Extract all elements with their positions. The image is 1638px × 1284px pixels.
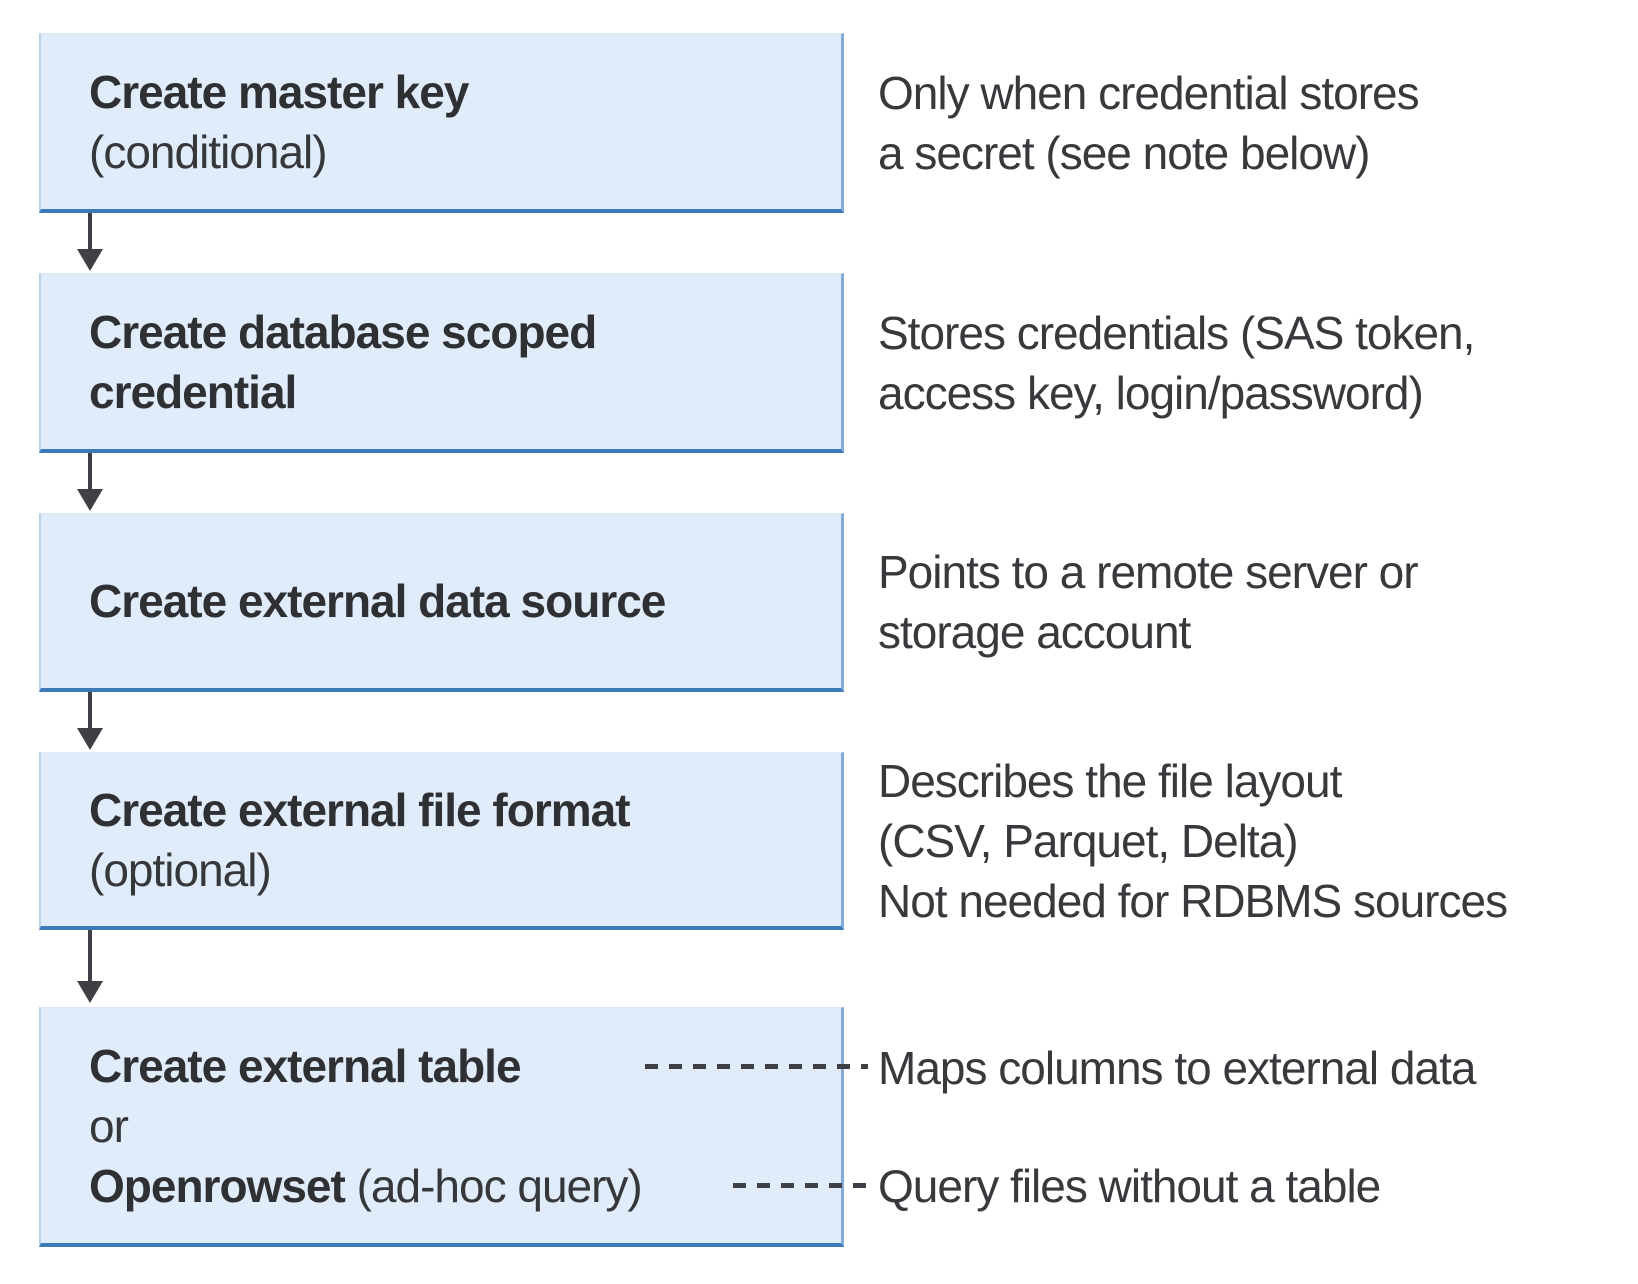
step-title: Create database scoped credential: [89, 305, 597, 418]
arrow-stem: [88, 930, 92, 984]
step-box-create-master-key: Create master key (conditional): [39, 33, 844, 213]
note-line: (CSV, Parquet, Delta): [878, 815, 1299, 867]
note-line: storage account: [878, 606, 1191, 658]
down-arrow-icon: [77, 692, 103, 750]
arrow-head: [77, 981, 103, 1003]
step-subtitle: (optional): [89, 843, 272, 896]
note-line: Stores credentials (SAS token,: [878, 307, 1475, 359]
note-line: Describes the file layout: [878, 755, 1342, 807]
arrow-head: [77, 489, 103, 511]
arrow-stem: [88, 692, 92, 731]
note-line: Query files without a table: [878, 1160, 1381, 1212]
step-title: Create external table: [89, 1039, 522, 1092]
note-create-external-data-source: Points to a remote server or storage acc…: [878, 542, 1419, 662]
note-openrowset: Query files without a table: [878, 1156, 1381, 1216]
openrowset-label: Openrowset: [89, 1159, 346, 1212]
note-line: Not needed for RDBMS sources: [878, 875, 1508, 927]
openrowset-suffix: (ad-hoc query): [344, 1159, 643, 1212]
step-box-create-database-scoped-credential: Create database scoped credential: [39, 273, 844, 453]
down-arrow-icon: [77, 930, 103, 1003]
step-openrowset-line: Openrowset (ad-hoc query): [89, 1156, 811, 1216]
down-arrow-icon: [77, 453, 103, 511]
dashed-connector-external-table: [645, 1064, 868, 1069]
arrow-stem: [88, 213, 92, 252]
step-or-label: or: [89, 1099, 129, 1152]
step-title: Create external data source: [89, 575, 666, 627]
arrow-head: [77, 249, 103, 271]
note-create-database-scoped-credential: Stores credentials (SAS token, access ke…: [878, 303, 1475, 423]
note-line: access key, login/password): [878, 367, 1424, 419]
note-create-external-file-format: Describes the file layout (CSV, Parquet,…: [878, 751, 1508, 931]
step-subtitle: (conditional): [89, 125, 328, 178]
step-title: Create master key: [89, 65, 469, 118]
step-box-create-external-data-source: Create external data source: [39, 513, 844, 692]
note-line: Maps columns to external data: [878, 1042, 1476, 1094]
note-line: Points to a remote server or: [878, 546, 1419, 598]
note-line: a secret (see note below): [878, 127, 1370, 179]
down-arrow-icon: [77, 213, 103, 271]
note-external-table: Maps columns to external data: [878, 1038, 1476, 1098]
step-title: Create external file format: [89, 783, 631, 836]
dashed-connector-openrowset: [733, 1183, 868, 1188]
step-box-create-external-table-or-openrowset: Create external table or Openrowset (ad-…: [39, 1007, 844, 1247]
arrow-head: [77, 728, 103, 750]
arrow-stem: [88, 453, 92, 492]
note-create-master-key: Only when credential stores a secret (se…: [878, 63, 1420, 183]
step-box-create-external-file-format: Create external file format (optional): [39, 752, 844, 930]
note-line: Only when credential stores: [878, 67, 1420, 119]
